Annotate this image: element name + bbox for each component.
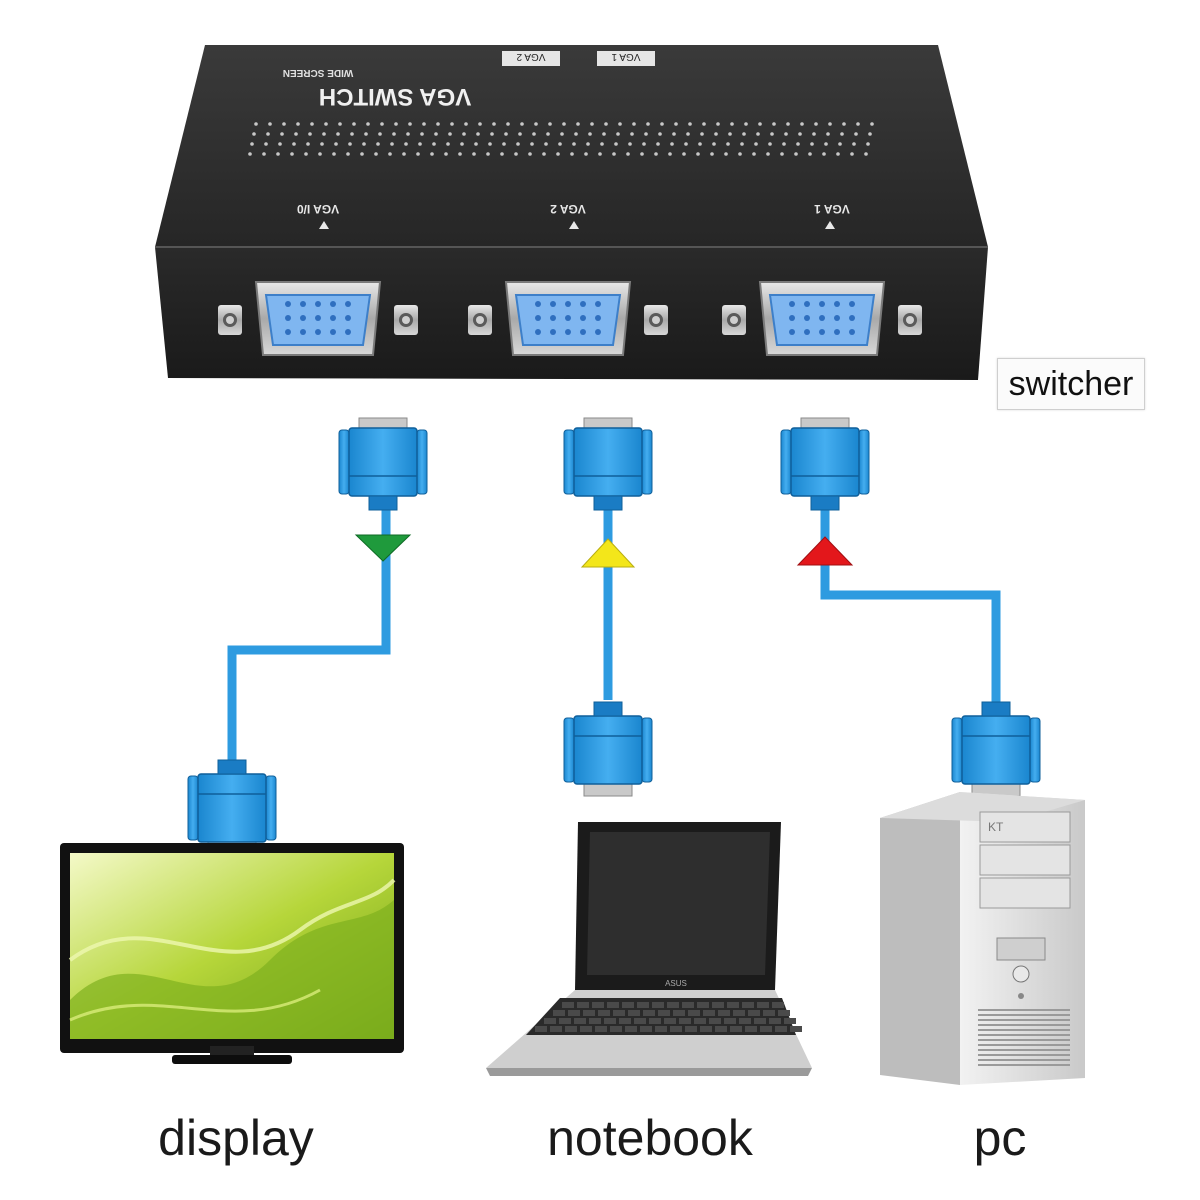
top-tag-vga2 bbox=[502, 51, 560, 66]
pc-drive-bay-1 bbox=[979, 844, 1071, 876]
cable-pc bbox=[820, 500, 1001, 706]
monitor-stand bbox=[172, 1055, 292, 1064]
pc-grille bbox=[978, 1009, 1070, 1066]
vga-connector bbox=[563, 417, 653, 511]
cable-display bbox=[227, 500, 391, 760]
top-tag-vga1-text: VGA 1 bbox=[611, 51, 640, 62]
vga-connector bbox=[951, 701, 1041, 797]
pc-tower-icon: KT bbox=[880, 792, 1085, 1085]
arrow-up-pc bbox=[796, 536, 854, 566]
pc-brand: KT bbox=[988, 820, 1004, 834]
vga-connector bbox=[187, 759, 277, 855]
switch-title: VGA SWITCH bbox=[319, 83, 471, 110]
vga-ports bbox=[218, 281, 922, 356]
top-tag-vga2-text: VGA 2 bbox=[516, 51, 545, 62]
laptop-brand: ASUS bbox=[665, 979, 687, 988]
arrow-down-display bbox=[354, 534, 412, 562]
switch-subtitle: WIDE SCREEN bbox=[283, 67, 354, 78]
device-label-pc: pc bbox=[973, 1110, 1027, 1166]
vent-holes bbox=[248, 122, 874, 156]
vga-port bbox=[468, 281, 668, 356]
vga-port bbox=[722, 281, 922, 356]
arrow-up-notebook bbox=[580, 538, 636, 568]
pc-side bbox=[880, 792, 960, 1085]
device-label-notebook: notebook bbox=[547, 1110, 753, 1166]
port-label-vga2: VGA 2 bbox=[550, 202, 586, 216]
vga-connector bbox=[563, 701, 653, 797]
vga-connector bbox=[780, 417, 870, 511]
port-label-vga1: VGA 1 bbox=[814, 202, 850, 216]
switch-top-face bbox=[155, 45, 988, 247]
vga-port bbox=[218, 281, 418, 356]
device-label-display: display bbox=[158, 1110, 314, 1166]
vga-connector bbox=[338, 417, 428, 511]
laptop-icon: ASUS bbox=[486, 822, 812, 1076]
pc-floppy bbox=[996, 937, 1046, 961]
pc-drive-bay-2 bbox=[979, 877, 1071, 909]
switcher-label: switcher bbox=[997, 358, 1145, 410]
top-tag-vga1 bbox=[597, 51, 655, 66]
monitor-icon bbox=[60, 843, 404, 1064]
vga-connectors bbox=[187, 417, 1041, 855]
port-label-vga-io: VGA I/0 bbox=[297, 202, 340, 216]
laptop-screen bbox=[587, 832, 770, 975]
pc-power-button bbox=[1012, 965, 1030, 983]
vga-switch-box: VGA SWITCH WIDE SCREEN VGA 2 VGA 1 VGA I… bbox=[155, 45, 988, 380]
